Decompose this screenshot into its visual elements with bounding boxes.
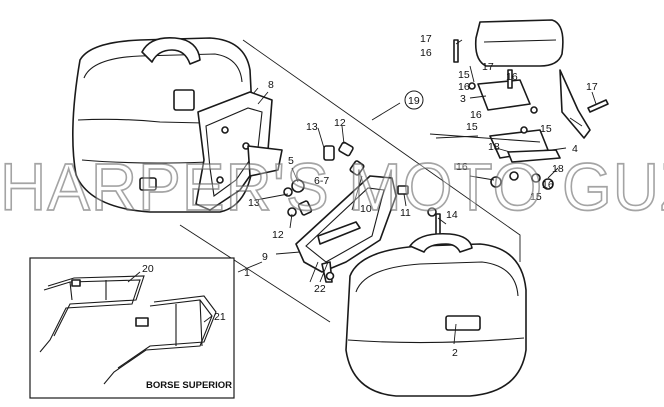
mounting-frame	[195, 91, 283, 211]
callout-15-a: 15	[458, 69, 470, 81]
callout-leaders	[127, 39, 597, 345]
backrest-pad	[474, 19, 591, 139]
callout-21: 21	[214, 311, 226, 323]
fasteners-center	[283, 141, 441, 237]
callout-12-bottom: 12	[272, 229, 284, 241]
callout-19: 19	[408, 95, 420, 107]
callout-16-b: 16	[458, 81, 470, 93]
top-bracket-assembly	[429, 39, 609, 190]
callout-18-b: 18	[552, 163, 564, 175]
callout-16-c: 16	[506, 71, 518, 83]
callout-16-f: 16	[542, 179, 554, 191]
callout-3: 3	[460, 93, 466, 105]
callout-16-a: 16	[420, 47, 432, 59]
callout-12-top: 12	[334, 117, 346, 129]
callout-16-d: 16	[470, 109, 482, 121]
callout-13-top: 13	[306, 121, 318, 133]
callout-15-b: 15	[466, 121, 478, 133]
callout-6-7: 6-7	[314, 175, 329, 187]
callout-17-b: 17	[482, 61, 494, 73]
callout-8: 8	[268, 79, 274, 91]
callout-labels: 1 2 3 4 5 6-7 8 9 10 11 12 12 13 13 14 1…	[142, 33, 598, 391]
callout-22: 22	[314, 283, 326, 295]
callout-17-a: 17	[420, 33, 432, 45]
callout-17-c: 17	[586, 81, 598, 93]
callout-20: 20	[142, 263, 154, 275]
carrier-bracket	[295, 175, 397, 283]
callout-13-bottom: 13	[248, 197, 260, 209]
inset-borse-superior	[29, 257, 235, 399]
callout-1: 1	[244, 267, 250, 279]
callout-14: 14	[446, 209, 458, 221]
callout-9: 9	[262, 251, 268, 263]
callout-18-a: 18	[488, 141, 500, 153]
callout-10: 10	[360, 203, 372, 215]
callout-15-d: 15	[530, 191, 542, 203]
inset-caption: BORSE SUPERIOR	[146, 380, 232, 391]
side-case-right	[345, 232, 527, 397]
callout-2: 2	[452, 347, 458, 359]
callout-16-e: 16	[456, 161, 468, 173]
callout-19-ring	[404, 90, 424, 110]
callout-4: 4	[572, 143, 578, 155]
callout-5: 5	[288, 155, 294, 167]
callout-11: 11	[400, 207, 411, 219]
callout-15-c: 15	[540, 123, 552, 135]
